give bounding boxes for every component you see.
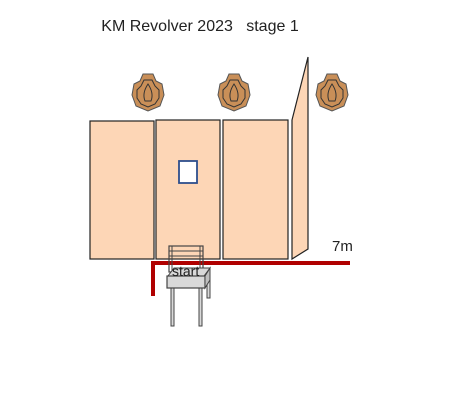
wall-panel-angled (291, 56, 309, 261)
chair-icon (166, 245, 211, 327)
wall-panel-right (222, 119, 289, 260)
start-label: start (172, 263, 199, 279)
steel-plate-target-icon (315, 73, 349, 112)
wall-panel-left (89, 120, 155, 260)
steel-plate-target-icon (217, 73, 251, 112)
stage-title: KM Revolver 2023 stage 1 (101, 18, 299, 35)
wall-panel-center (155, 119, 221, 260)
steel-plate-target-icon (131, 73, 165, 112)
distance-label: 7m (332, 238, 353, 255)
start-line (151, 261, 350, 296)
window-opening (178, 160, 198, 184)
